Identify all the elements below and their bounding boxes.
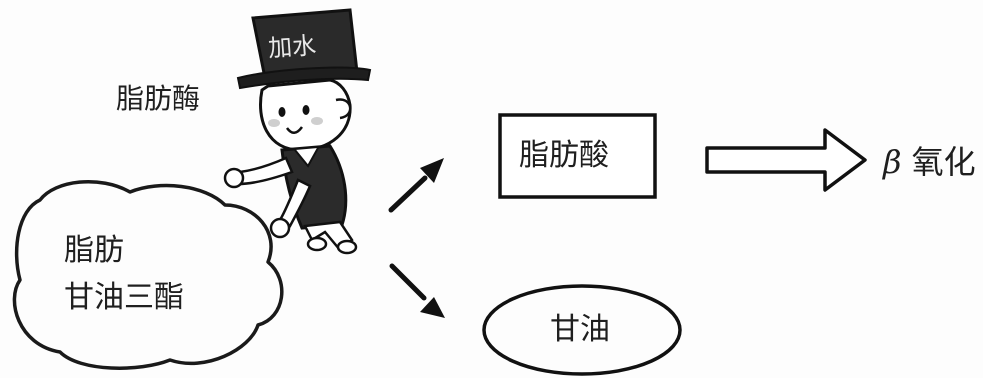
fatty-acid-label: 脂肪酸 [519, 138, 609, 173]
oxidation-text: 氧化 [911, 143, 976, 181]
substrate-line2: 甘油三酯 [64, 280, 184, 315]
left-hand [223, 167, 245, 189]
glycerol-label: 甘油 [550, 312, 610, 347]
arrow-to-glycerol [389, 263, 445, 318]
hollow-arrow [705, 128, 867, 192]
fat-cloud [12, 180, 284, 370]
beta-symbol: β [883, 143, 902, 181]
hat-label: 加水 [267, 31, 318, 63]
beta-oxidation-label: β 氧化 [883, 146, 976, 178]
right-hand [269, 217, 291, 239]
arrow-to-fatty-acid [388, 158, 444, 213]
right-shoe [336, 239, 358, 255]
left-arm [236, 156, 294, 186]
hat-brim [236, 66, 372, 90]
enzyme-label: 脂肪酶 [116, 82, 201, 115]
cheek-left [268, 119, 280, 127]
ear [335, 98, 352, 120]
left-eye [278, 107, 286, 117]
mouth [285, 126, 304, 134]
fatty-acid-box [498, 113, 657, 199]
glycerol-ellipse [482, 284, 682, 376]
substrate-line1: 脂肪 [64, 233, 124, 268]
right-eye [302, 105, 310, 115]
shirt-collar [294, 147, 319, 168]
head [259, 78, 352, 152]
cheek-right [311, 117, 323, 125]
character-figure [223, 8, 372, 255]
left-shoe [306, 236, 328, 252]
